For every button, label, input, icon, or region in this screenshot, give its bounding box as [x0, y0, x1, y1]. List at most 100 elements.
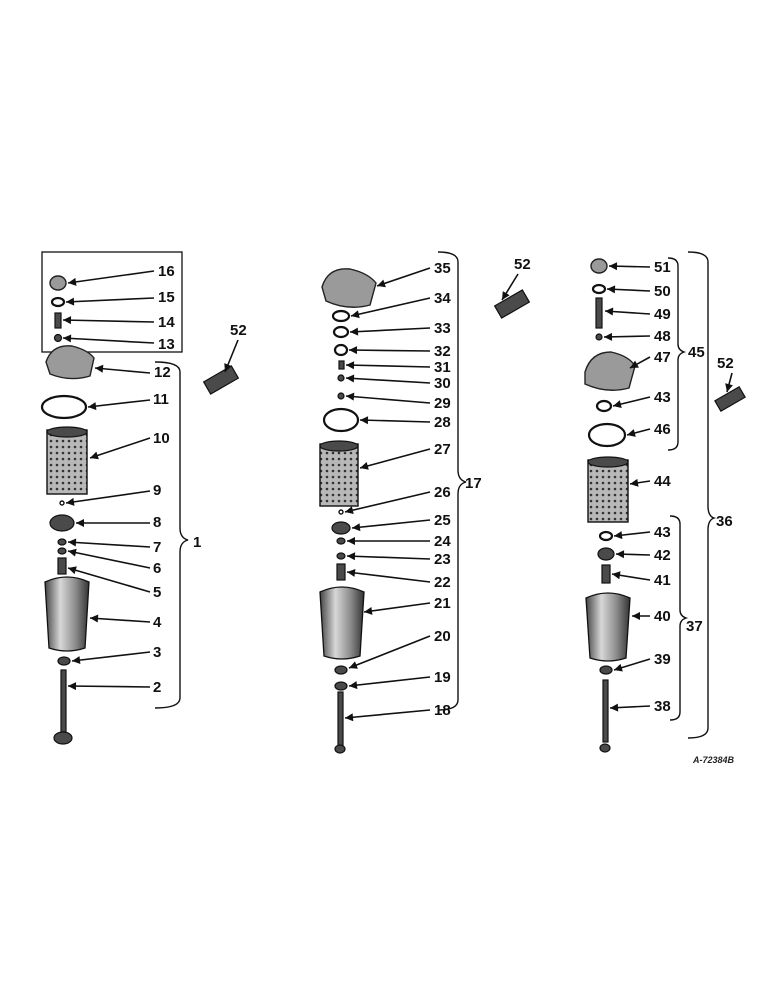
- callout-6: 6: [153, 560, 161, 577]
- callout-47: 47: [654, 349, 671, 366]
- callout-50: 50: [654, 283, 671, 300]
- callout-10: 10: [153, 430, 170, 447]
- leader-28: [359, 419, 431, 423]
- arrowhead-32: [349, 346, 358, 355]
- leader-2: [67, 685, 151, 688]
- leader-22: [346, 571, 431, 583]
- arrowhead-26: [345, 506, 354, 515]
- part-22-spring: [336, 563, 346, 581]
- leader-13: [62, 337, 155, 344]
- arrowhead-35: [377, 279, 386, 288]
- arrowhead-9: [66, 497, 75, 506]
- arrowhead-27: [360, 462, 369, 470]
- callout-19: 19: [434, 669, 451, 686]
- part-51-cap: [590, 258, 608, 274]
- callout-12: 12: [154, 364, 171, 381]
- part-19-washer: [334, 681, 348, 691]
- part-50-ring: [591, 283, 607, 295]
- brace-45: [667, 257, 687, 451]
- callout-labels: 16 15 14 13 12 11 10 9 8 7 6 5 4 3 2 1 5…: [153, 256, 735, 765]
- brace-1: [154, 361, 189, 709]
- part-38-bolt-head: [599, 743, 611, 753]
- arrowhead-18: [345, 713, 354, 722]
- part-13-ball: [53, 333, 63, 343]
- callout-23: 23: [434, 551, 451, 568]
- arrowhead-19: [349, 681, 358, 690]
- callout-37: 37: [686, 618, 703, 635]
- part-15-ring: [50, 296, 66, 308]
- arrowhead-7: [68, 538, 77, 547]
- callout-28: 28: [434, 414, 451, 431]
- callout-43-lower: 43: [654, 524, 671, 541]
- part-42-retainer: [597, 547, 615, 561]
- leader-26: [344, 491, 431, 513]
- leader-35: [376, 267, 431, 287]
- leader-19: [348, 676, 431, 687]
- arrowhead-52a: [224, 363, 232, 372]
- brace-17: [437, 251, 467, 711]
- part-43b-ring: [598, 530, 614, 542]
- leader-6: [67, 550, 151, 569]
- part-10-top: [46, 426, 88, 438]
- arrowhead-52c: [725, 383, 733, 392]
- part-27-top: [319, 440, 359, 452]
- arrowhead-21: [364, 606, 373, 615]
- part-23-washer: [336, 552, 346, 560]
- callout-51: 51: [654, 259, 671, 276]
- arrowhead-8: [76, 519, 84, 527]
- leader-14: [62, 319, 155, 323]
- part-18-bolt: [337, 691, 344, 747]
- callout-38: 38: [654, 698, 671, 715]
- part-5-spring: [57, 557, 67, 575]
- callout-40: 40: [654, 608, 671, 625]
- arrowhead-3: [72, 656, 81, 665]
- arrowhead-30: [346, 374, 355, 383]
- callout-13: 13: [158, 336, 175, 353]
- arrowhead-16: [68, 277, 77, 286]
- callout-26: 26: [434, 484, 451, 501]
- arrowhead-48: [604, 332, 613, 341]
- arrowhead-11: [88, 402, 97, 411]
- arrowhead-40: [632, 612, 640, 620]
- arrowhead-46: [627, 429, 636, 437]
- callout-34: 34: [434, 290, 451, 307]
- part-28-gasket: [322, 407, 360, 433]
- part-35-filter-head: [321, 268, 377, 308]
- part-10-element: [46, 429, 88, 495]
- leader-arrows: [62, 262, 733, 722]
- arrowhead-4: [90, 614, 99, 623]
- callout-43-upper: 43: [654, 389, 671, 406]
- arrowhead-41: [612, 571, 621, 580]
- part-24-washer: [336, 537, 346, 545]
- part-48-ball: [595, 333, 603, 341]
- arrowhead-2: [68, 682, 77, 691]
- callout-41: 41: [654, 572, 671, 589]
- part-44-element: [587, 459, 629, 523]
- leader-18: [344, 709, 431, 719]
- callout-20: 20: [434, 628, 451, 645]
- callout-42: 42: [654, 547, 671, 564]
- arrowhead-20: [349, 661, 358, 669]
- part-52a-gasket: [202, 365, 240, 395]
- arrowhead-43a: [613, 400, 622, 408]
- arrowhead-52b: [502, 291, 510, 300]
- assembly-left: [40, 251, 240, 745]
- callout-3: 3: [153, 644, 161, 661]
- leader-3: [71, 651, 151, 662]
- part-52c-gasket: [714, 385, 746, 413]
- arrowhead-50: [607, 285, 616, 294]
- callout-27: 27: [434, 441, 451, 458]
- arrowhead-29: [346, 392, 355, 401]
- callout-18: 18: [434, 702, 451, 719]
- part-14-spring: [54, 312, 62, 329]
- callout-25: 25: [434, 512, 451, 529]
- part-43a-ring: [595, 399, 613, 413]
- callout-8: 8: [153, 514, 161, 531]
- arrowhead-28: [360, 416, 369, 425]
- callout-36: 36: [716, 513, 733, 530]
- callout-11: 11: [153, 391, 169, 408]
- callout-33: 33: [434, 320, 451, 337]
- arrowhead-43b: [614, 531, 623, 540]
- part-16-cap: [49, 275, 67, 291]
